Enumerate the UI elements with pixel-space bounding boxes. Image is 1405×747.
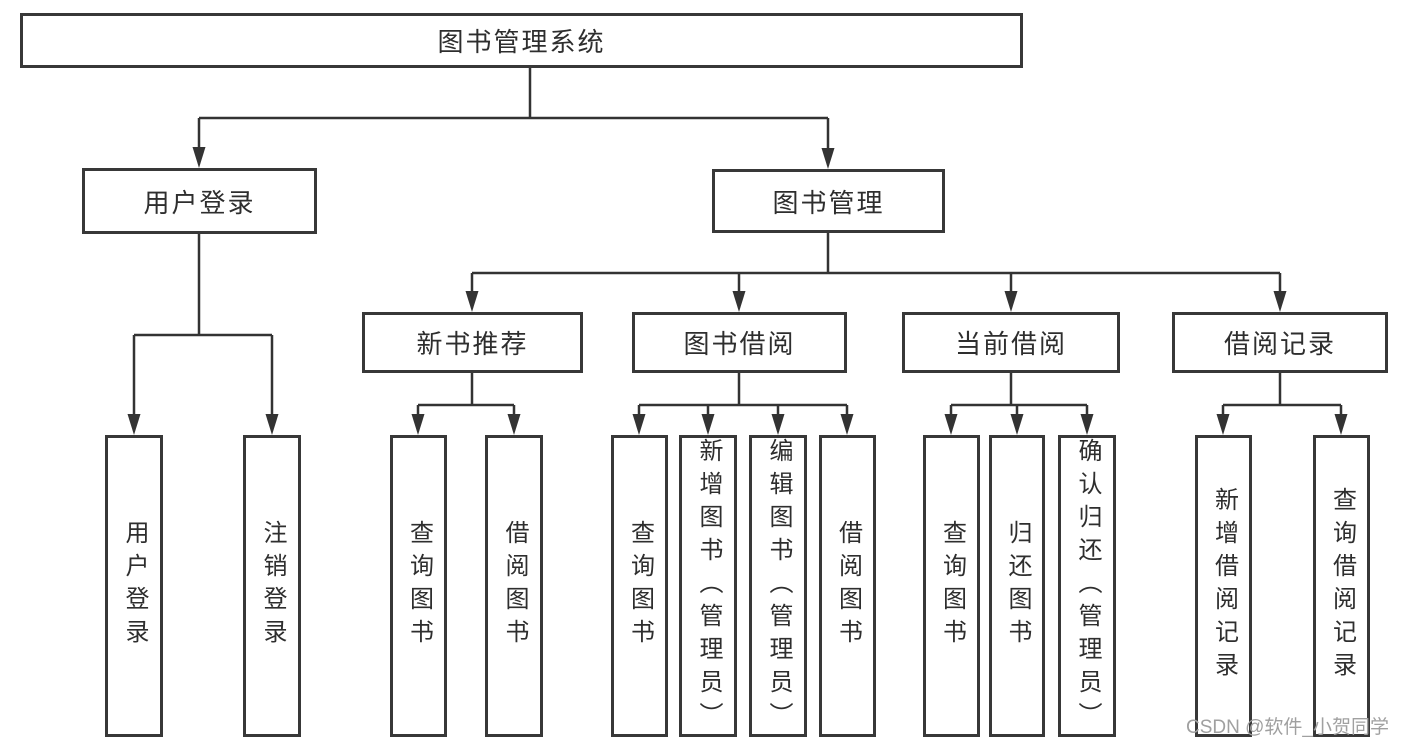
- csdn-watermark: CSDN @软件_小贺同学: [1186, 717, 1389, 738]
- node-root-label: 图书管理系统: [437, 27, 606, 57]
- leaf-user-login-label: 用户登录: [121, 520, 148, 652]
- node-borrow-record-label: 借阅记录: [1223, 329, 1336, 359]
- node-user-login: 用户登录: [82, 168, 317, 234]
- leaf-query-book-recommend: 查询图书: [390, 435, 447, 737]
- leaf-return-book: 归还图书: [989, 435, 1045, 737]
- leaf-borrow-book-label: 借阅图书: [834, 520, 862, 652]
- leaf-query-borrow-record-label: 查询借阅记录: [1328, 487, 1356, 685]
- node-book-borrow-label: 图书借阅: [683, 329, 796, 359]
- arrowheads: [127, 147, 1348, 435]
- leaf-query-borrow-record: 查询借阅记录: [1313, 435, 1370, 737]
- node-book-management: 图书管理: [712, 169, 945, 233]
- leaf-edit-book: 编辑图书（管理员）: [749, 435, 807, 737]
- leaf-return-book-label: 归还图书: [1004, 520, 1031, 652]
- leaf-query-book-current-label: 查询图书: [938, 520, 966, 652]
- leaf-borrow-book-recommend-label: 借阅图书: [501, 520, 528, 652]
- node-current-borrow: 当前借阅: [902, 312, 1120, 373]
- leaf-borrow-book-recommend: 借阅图书: [485, 435, 543, 737]
- leaf-add-borrow-record-label: 新增借阅记录: [1210, 487, 1238, 685]
- node-new-book-recommend-label: 新书推荐: [416, 329, 529, 359]
- leaf-add-book: 新增图书（管理员）: [679, 435, 737, 737]
- node-borrow-record: 借阅记录: [1172, 312, 1388, 373]
- leaf-add-borrow-record: 新增借阅记录: [1195, 435, 1252, 737]
- leaf-add-book-label: 新增图书（管理员）: [695, 437, 722, 735]
- node-new-book-recommend: 新书推荐: [362, 312, 583, 373]
- node-root: 图书管理系统: [20, 13, 1023, 68]
- leaf-edit-book-label: 编辑图书（管理员）: [765, 437, 792, 735]
- leaf-query-book-recommend-label: 查询图书: [405, 520, 433, 652]
- leaf-logout: 注销登录: [243, 435, 301, 737]
- node-user-login-label: 用户登录: [143, 187, 256, 218]
- leaf-confirm-return: 确认归还（管理员）: [1058, 435, 1116, 737]
- leaf-query-book-borrow-label: 查询图书: [626, 520, 654, 652]
- leaf-query-book-borrow: 查询图书: [611, 435, 668, 737]
- node-book-management-label: 图书管理: [772, 187, 885, 218]
- leaf-logout-label: 注销登录: [259, 520, 286, 652]
- leaf-confirm-return-label: 确认归还（管理员）: [1074, 437, 1101, 735]
- leaf-query-book-current: 查询图书: [923, 435, 980, 737]
- leaf-borrow-book: 借阅图书: [819, 435, 876, 737]
- leaf-user-login: 用户登录: [105, 435, 163, 737]
- node-book-borrow: 图书借阅: [632, 312, 847, 373]
- node-current-borrow-label: 当前借阅: [954, 329, 1067, 359]
